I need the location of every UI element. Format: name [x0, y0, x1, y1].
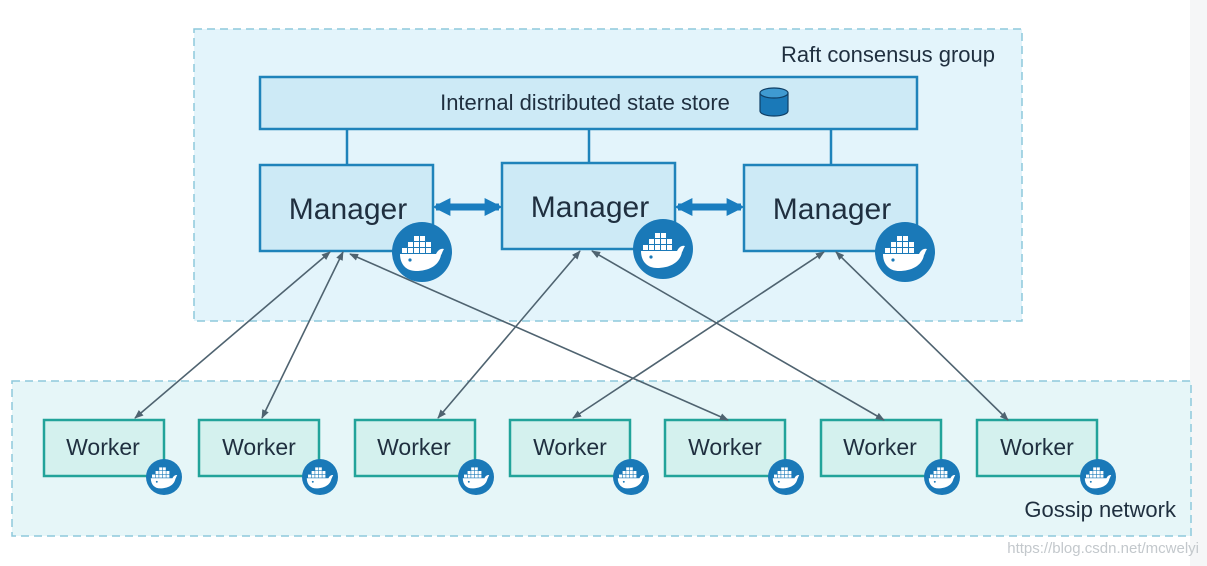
gossip-network-label: Gossip network: [1024, 497, 1177, 522]
worker-node[interactable]: Worker: [508, 418, 632, 478]
worker-node[interactable]: Worker: [975, 418, 1099, 478]
worker-box: [197, 418, 321, 478]
docker-whale-icon: [613, 459, 649, 495]
docker-badges: [146, 219, 1116, 495]
docker-whale-icon: [458, 459, 494, 495]
worker-box: [508, 418, 632, 478]
database-cylinder-icon: [759, 87, 789, 117]
worker-node[interactable]: Worker: [663, 418, 787, 478]
link-worker-2-manager-1: [261, 251, 344, 419]
state-store-label: Internal distributed state store: [440, 90, 730, 115]
worker-label: Worker: [843, 434, 917, 460]
worker-label: Worker: [222, 434, 296, 460]
link-worker-7-manager-3: [835, 251, 1009, 421]
worker-box: [42, 418, 166, 478]
worker-node[interactable]: Worker: [197, 418, 321, 478]
worker-manager-links: [134, 250, 1009, 421]
link-worker-6-manager-2: [591, 250, 885, 421]
manager-node[interactable]: Manager: [742, 163, 919, 253]
worker-label: Worker: [377, 434, 451, 460]
worker-box: [663, 418, 787, 478]
worker-label: Worker: [688, 434, 762, 460]
worker-node[interactable]: Worker: [42, 418, 166, 478]
worker-label: Worker: [533, 434, 607, 460]
manager-label: Manager: [531, 191, 649, 224]
docker-whale-icon: [1080, 459, 1116, 495]
worker-label: Worker: [66, 434, 140, 460]
worker-label: Worker: [1000, 434, 1074, 460]
watermark: https://blog.csdn.net/mcwelyi: [1007, 540, 1199, 557]
worker-node[interactable]: Worker: [353, 418, 477, 478]
docker-whale-icon: [768, 459, 804, 495]
worker-node[interactable]: Worker: [819, 418, 943, 478]
worker-box: [353, 418, 477, 478]
docker-whale-icon: [924, 459, 960, 495]
docker-whale-icon: [302, 459, 338, 495]
worker-box: [975, 418, 1099, 478]
manager-label: Manager: [773, 193, 891, 226]
worker-box: [819, 418, 943, 478]
state-store-box: [258, 75, 919, 131]
page-edge-strip: [1190, 0, 1207, 566]
raft-consensus-label: Raft consensus group: [781, 42, 995, 67]
docker-whale-icon: [146, 459, 182, 495]
manager-label: Manager: [289, 193, 407, 226]
docker-whale-icon: [392, 222, 452, 282]
docker-whale-icon: [633, 219, 693, 279]
docker-whale-icon: [875, 222, 935, 282]
